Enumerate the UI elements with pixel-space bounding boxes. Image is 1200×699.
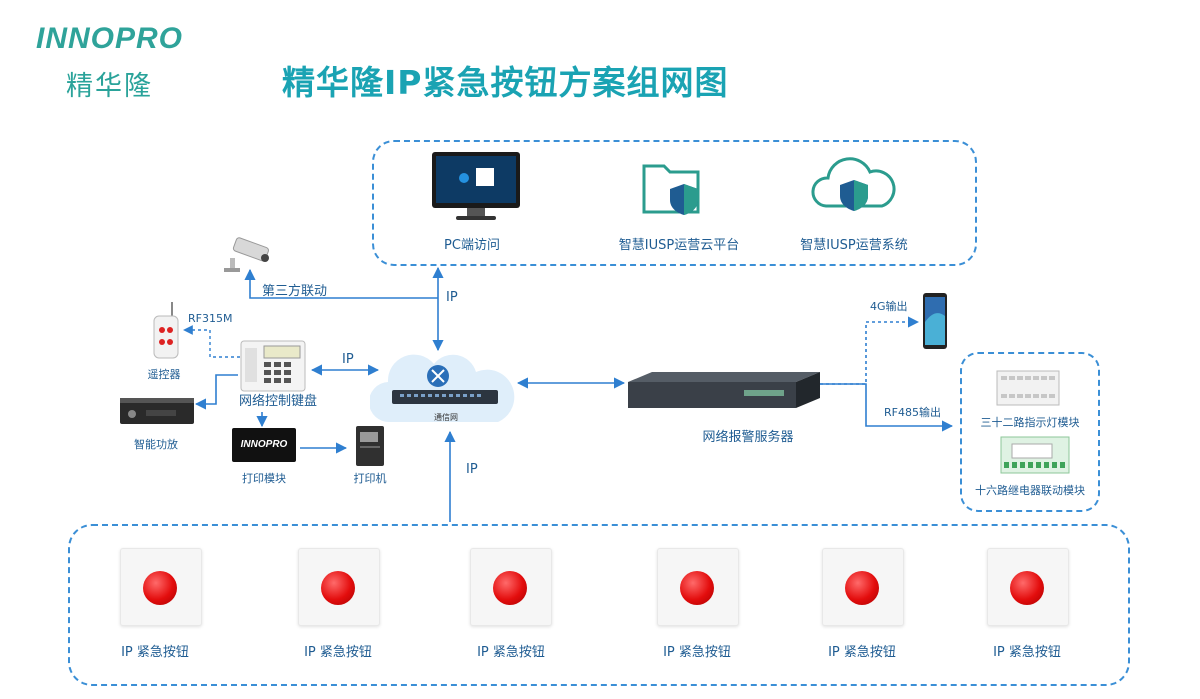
rf315-label: RF315M: [188, 312, 233, 325]
led-module-label: 三十二路指示灯模块: [980, 416, 1080, 429]
remote-control-icon: [153, 302, 179, 359]
output-module-group: [960, 352, 1100, 512]
emergency-button-label: IP 紧急按钮: [121, 645, 189, 660]
alarm-server-icon: [628, 372, 820, 408]
brand-logo-cn: 精华隆: [66, 71, 153, 102]
platform-group: [372, 140, 977, 266]
relay-module-icon: [1000, 436, 1070, 474]
emergency-button-label: IP 紧急按钮: [828, 645, 896, 660]
amplifier-label: 智能功放: [134, 438, 178, 451]
ip-link-label-top: IP: [446, 290, 458, 305]
emergency-button-4: [657, 548, 739, 626]
keypad-icon: [240, 340, 306, 392]
emergency-button-label: IP 紧急按钮: [304, 645, 372, 660]
output-4g-label: 4G输出: [870, 300, 908, 313]
emergency-button-2: [298, 548, 380, 626]
remote-label: 遥控器: [147, 368, 181, 381]
printer-icon: [356, 426, 384, 466]
emergency-button-1: [120, 548, 202, 626]
keypad-label: 网络控制键盘: [238, 394, 317, 409]
switch-caption: 通信网: [434, 413, 458, 422]
third-party-linkage-label: 第三方联动: [262, 284, 328, 299]
ip-link-label-bottom: IP: [466, 462, 478, 477]
emergency-button-label: IP 紧急按钮: [663, 645, 731, 660]
pc-access-label: PC端访问: [444, 238, 500, 253]
emergency-button-6: [987, 548, 1069, 626]
print-module: INNOPRO: [232, 428, 296, 462]
emergency-button-group: [68, 524, 1130, 686]
print-module-brand: INNOPRO: [240, 439, 288, 450]
page-title: 精华隆IP紧急按钮方案组网图: [282, 63, 729, 102]
emergency-button-label: IP 紧急按钮: [993, 645, 1061, 660]
network-switch-cloud: [370, 354, 515, 423]
output-rf485-label: RF485输出: [884, 406, 941, 419]
emergency-button-label: IP 紧急按钮: [477, 645, 545, 660]
red-button-icon: [493, 571, 527, 605]
ops-system-label: 智慧IUSP运营系统: [800, 238, 908, 253]
camera-icon: [224, 237, 269, 272]
alarm-server-label: 网络报警服务器: [702, 430, 794, 445]
print-module-label: 打印模块: [242, 472, 286, 485]
red-button-icon: [680, 571, 714, 605]
red-button-icon: [143, 571, 177, 605]
ops-system-icon: [811, 157, 896, 211]
red-button-icon: [845, 571, 879, 605]
emergency-button-5: [822, 548, 904, 626]
ip-link-label-keypad: IP: [342, 352, 354, 367]
printer-label: 打印机: [353, 472, 387, 485]
amplifier-icon: [120, 398, 194, 424]
brand-logo-en: INNOPRO: [36, 22, 184, 55]
relay-module-label: 十六路继电器联动模块: [975, 484, 1085, 497]
cloud-platform-label: 智慧IUSP运营云平台: [618, 238, 740, 253]
pc-monitor-icon: [432, 152, 520, 220]
red-button-icon: [321, 571, 355, 605]
cloud-platform-icon: [642, 164, 700, 215]
led-module-icon: [996, 370, 1060, 406]
mobile-phone-icon: [923, 293, 947, 349]
emergency-button-3: [470, 548, 552, 626]
red-button-icon: [1010, 571, 1044, 605]
